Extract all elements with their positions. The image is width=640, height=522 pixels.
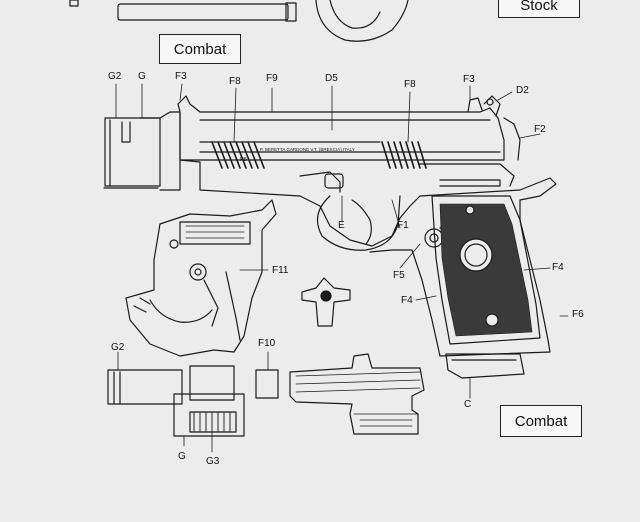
label-e: E — [338, 220, 345, 231]
label-f1: F1 — [397, 220, 409, 231]
label-g-bottom: G — [178, 451, 186, 462]
takedown-lever — [301, 277, 351, 327]
slide-mark: PB — [240, 157, 247, 163]
slide — [177, 95, 521, 169]
grip-panel — [431, 195, 541, 345]
label-f11: F11 — [272, 265, 289, 276]
label-f6: F6 — [572, 309, 584, 320]
label-f2: F2 — [534, 124, 546, 135]
label-g2-bottom: G2 — [111, 342, 125, 353]
barrel-assembly — [103, 111, 181, 191]
label-f9: F9 — [266, 73, 278, 84]
barrel-bottom — [289, 353, 425, 435]
label-d5: D5 — [325, 73, 338, 84]
recoil-parts — [107, 365, 279, 437]
label-d2: D2 — [516, 85, 529, 96]
top-partial-parts — [69, 0, 409, 42]
label-f4-left: F4 — [401, 295, 413, 306]
combat-label-top: Combat — [159, 34, 241, 64]
magazine-base — [445, 353, 525, 379]
label-f4-right: F4 — [552, 262, 564, 273]
label-g3: G3 — [206, 456, 220, 467]
label-c: C — [464, 399, 472, 410]
label-f10: F10 — [258, 338, 276, 349]
trigger-mechanism — [125, 199, 277, 357]
label-f3-left: F3 — [175, 71, 187, 82]
leader-lines — [115, 83, 569, 453]
label-g-top: G — [138, 71, 146, 82]
label-f3-right: F3 — [463, 74, 475, 85]
label-f5: F5 — [393, 270, 405, 281]
stock-label: Stock — [498, 0, 580, 18]
slide-engraving: P. BERETTA GARDONE V.T. (BRESCIA) ITALY — [260, 147, 355, 152]
combat-label-bottom: Combat — [500, 405, 582, 437]
label-f8-right: F8 — [404, 79, 416, 90]
label-f8-left: F8 — [229, 76, 241, 87]
label-g2-top: G2 — [108, 71, 122, 82]
